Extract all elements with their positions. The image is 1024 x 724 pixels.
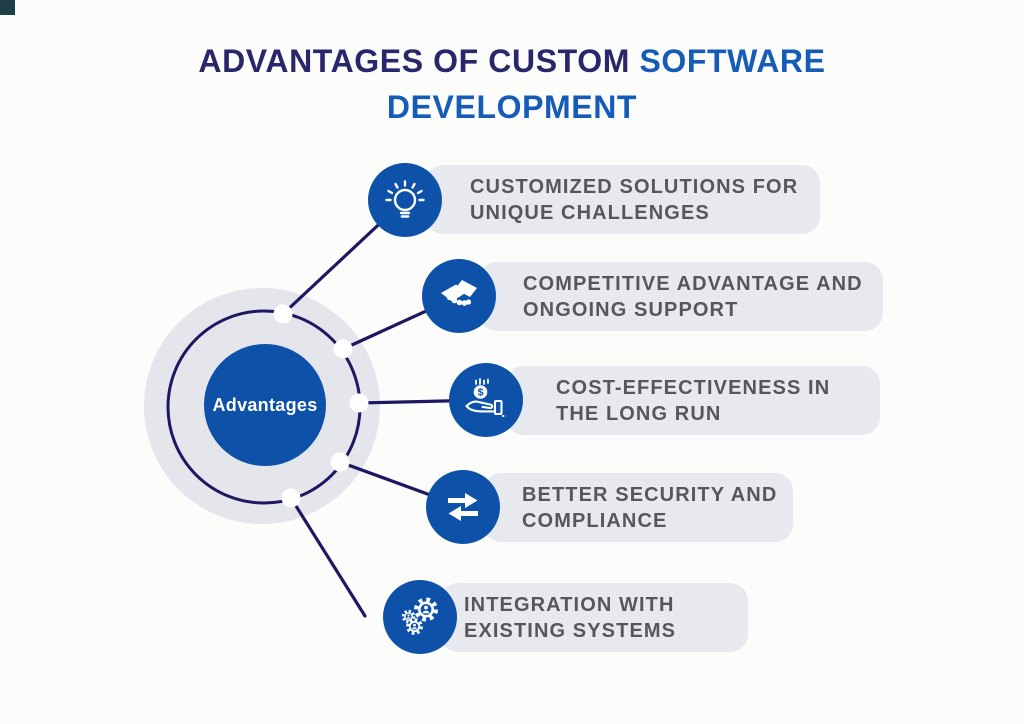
title-line-1: ADVANTAGES OF CUSTOM SOFTWARE bbox=[0, 38, 1024, 84]
item-text: COST-EFFECTIVENESS IN THE LONG RUN bbox=[556, 366, 830, 435]
item-icon-integration bbox=[383, 580, 457, 654]
item-text: CUSTOMIZED SOLUTIONS FOR UNIQUE CHALLENG… bbox=[470, 165, 798, 234]
item-line-1: INTEGRATION WITH bbox=[464, 593, 675, 616]
item-line-1: COST-EFFECTIVENESS IN bbox=[556, 376, 831, 399]
hub-circle: Advantages bbox=[204, 344, 326, 466]
item-pill-integration bbox=[440, 583, 748, 652]
item-line-2: ONGOING SUPPORT bbox=[523, 298, 739, 321]
hand-coin-icon: $ bbox=[465, 378, 505, 418]
item-icon-competitive-advantage bbox=[422, 259, 496, 333]
transfer-arrows-icon bbox=[448, 493, 478, 521]
item-pill-customized-solutions bbox=[425, 165, 820, 234]
item-line-2: UNIQUE CHALLENGES bbox=[470, 201, 710, 224]
title-line-2: DEVELOPMENT bbox=[386, 89, 638, 125]
item-line-1: CUSTOMIZED SOLUTIONS FOR bbox=[470, 175, 799, 198]
item-line-1: COMPETITIVE ADVANTAGE AND bbox=[523, 272, 863, 295]
gear-medium bbox=[406, 618, 423, 635]
item-pill-competitive-advantage bbox=[479, 262, 883, 331]
gear-large bbox=[414, 597, 438, 622]
gears-icon bbox=[401, 597, 438, 635]
item-text: COMPETITIVE ADVANTAGE AND ONGOING SUPPOR… bbox=[523, 262, 863, 331]
item-icon-customized-solutions bbox=[368, 163, 442, 237]
title-part-navy: ADVANTAGES OF CUSTOM bbox=[198, 43, 630, 79]
item-text: INTEGRATION WITH EXISTING SYSTEMS bbox=[464, 583, 676, 652]
corner-accent-square bbox=[0, 0, 15, 15]
item-line-2: THE LONG RUN bbox=[556, 402, 722, 425]
item-pill-cost-effectiveness bbox=[506, 366, 880, 435]
dollar-glyph: $ bbox=[478, 387, 484, 399]
page-title: ADVANTAGES OF CUSTOM SOFTWARE DEVELOPMEN… bbox=[0, 38, 1024, 130]
item-icon-security-compliance bbox=[426, 470, 500, 544]
lightbulb-icon bbox=[385, 180, 425, 218]
gear-small bbox=[401, 609, 416, 624]
hub-label: Advantages bbox=[212, 394, 318, 415]
title-part-blue: SOFTWARE bbox=[639, 43, 826, 79]
item-icon-cost-effectiveness: $ bbox=[449, 363, 523, 437]
item-line-1: BETTER SECURITY AND bbox=[522, 483, 778, 506]
item-line-2: COMPLIANCE bbox=[522, 509, 668, 532]
item-line-2: EXISTING SYSTEMS bbox=[464, 619, 677, 642]
handshake-icon bbox=[441, 280, 477, 306]
item-pill-security-compliance bbox=[483, 473, 793, 542]
item-text: BETTER SECURITY AND COMPLIANCE bbox=[522, 473, 777, 542]
